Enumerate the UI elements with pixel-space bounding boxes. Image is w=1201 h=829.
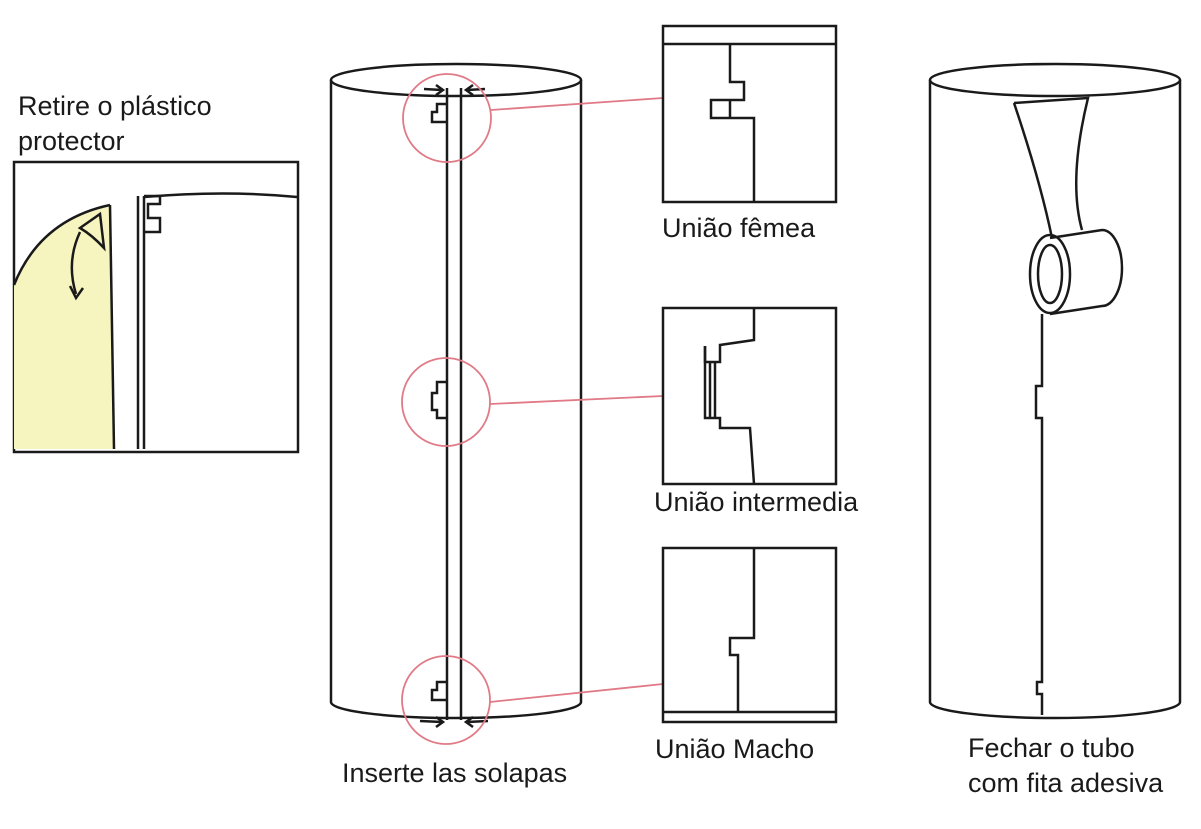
callout-middle <box>401 357 491 447</box>
tab-notch <box>144 194 162 234</box>
closed-tube-illustration <box>928 62 1182 720</box>
plastic-edge <box>12 203 111 286</box>
tape-roll-icon <box>1049 228 1124 316</box>
step-close-tube-label: Fechar o tubo <box>968 733 1135 763</box>
cylinder-bottom <box>329 701 583 720</box>
peel-arrow-icon <box>70 231 82 295</box>
cylinder-top <box>329 62 583 98</box>
step-remove-plastic-illustration <box>12 160 300 454</box>
sheet-top-curve <box>143 192 298 199</box>
tube-bottom <box>928 701 1182 720</box>
connector-female <box>490 97 664 111</box>
connector-male <box>489 683 664 703</box>
middle-joint-label: União intermedia <box>654 487 859 517</box>
male-joint-label: União Macho <box>655 734 815 764</box>
peeling-corner <box>77 211 106 252</box>
detail-male <box>661 546 838 724</box>
tape-strip <box>1013 96 1090 231</box>
callout-male <box>401 655 491 745</box>
tape-strip-edge <box>1012 102 1054 239</box>
female-joint-label: União fêmea <box>662 213 816 243</box>
detail-middle <box>661 306 838 486</box>
cylinder-flaps-illustration <box>329 62 583 729</box>
step-remove-plastic-label: Retire o plástico <box>18 91 212 121</box>
tube-top <box>928 62 1182 98</box>
callout-female <box>402 73 492 163</box>
step-insert-flaps-label: Inserte las solapas <box>342 758 568 788</box>
plastic-side <box>108 204 116 450</box>
tube-seam <box>1034 314 1044 715</box>
step-remove-plastic-label-2: protector <box>18 126 125 156</box>
protective-plastic <box>14 205 114 449</box>
callouts <box>401 73 664 745</box>
peel-arrowhead-icon <box>68 285 85 301</box>
connector-middle <box>489 395 664 405</box>
step-close-tube-label-2: com fita adesiva <box>968 768 1164 798</box>
arrow-icon <box>423 83 486 97</box>
detail-female <box>661 24 838 204</box>
